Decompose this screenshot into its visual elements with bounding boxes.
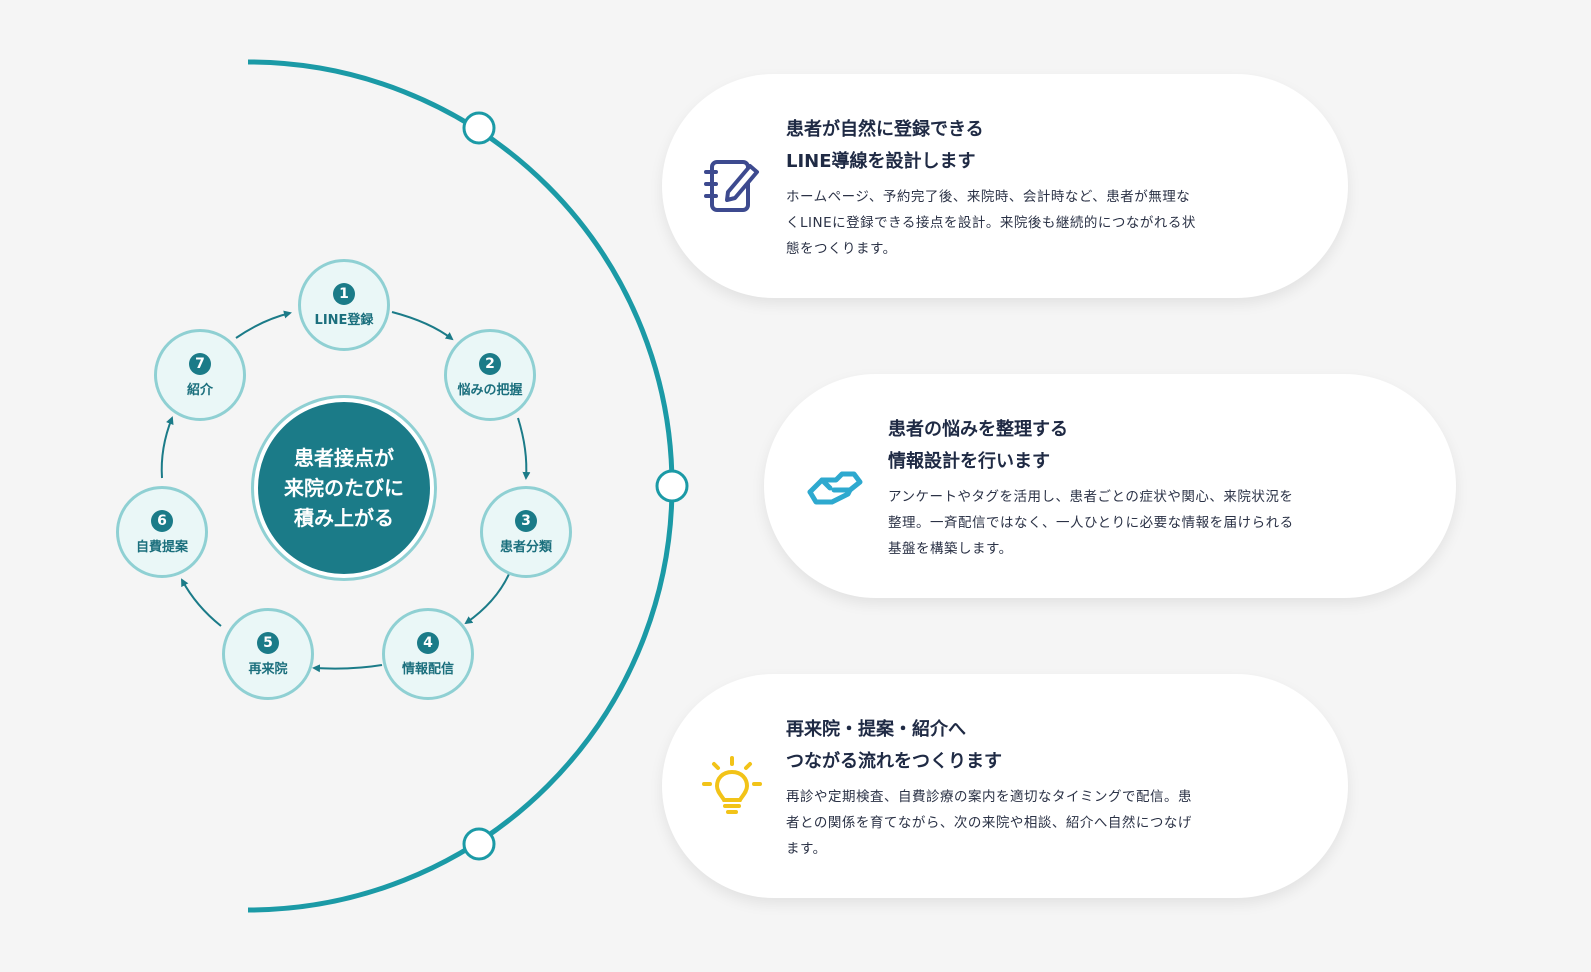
card-body-line: 者との関係を育てながら、次の来院や相談、紹介へ自然につなげ bbox=[786, 815, 1192, 831]
step-label: 紹介 bbox=[186, 382, 213, 398]
cycle-node-3: 3 患者分類 bbox=[480, 486, 572, 578]
cycle-center-hub: 患者接点が 来院のたびに 積み上がる bbox=[254, 398, 434, 578]
card-title: 再来院・提案・紹介へ つながる流れをつくります bbox=[786, 714, 1002, 778]
step-number: 7 bbox=[189, 352, 211, 375]
step-label: 悩みの把握 bbox=[457, 382, 523, 398]
cycle-arrow-5-6 bbox=[181, 578, 222, 627]
cycle-arrow-7-1 bbox=[235, 310, 292, 339]
step-label: 自費提案 bbox=[135, 539, 188, 555]
card-title-line: 情報設計を行います bbox=[888, 451, 1050, 472]
card-title-line: 再来院・提案・紹介へ bbox=[786, 719, 966, 740]
step-label: 患者分類 bbox=[499, 539, 552, 555]
card-title: 患者の悩みを整理する 情報設計を行います bbox=[888, 414, 1068, 478]
feature-card-line-registration: 患者が自然に登録できる LINE導線を設計します ホームページ、予約完了後、来院… bbox=[662, 74, 1348, 298]
cycle-arrow-1-2 bbox=[391, 311, 454, 341]
card-title-line: 患者が自然に登録できる bbox=[786, 119, 984, 140]
cycle-arrow-4-5 bbox=[312, 664, 383, 673]
card-title: 患者が自然に登録できる LINE導線を設計します bbox=[786, 114, 984, 178]
card-body-line: 再診や定期検査、自費診療の案内を適切なタイミングで配信。患 bbox=[786, 789, 1192, 805]
lightbulb-icon bbox=[702, 756, 762, 814]
cycle-node-1: 1 LINE登録 bbox=[298, 259, 390, 351]
card-body-line: ます。 bbox=[786, 841, 827, 857]
cycle-node-2: 2 悩みの把握 bbox=[444, 329, 536, 421]
feature-card-revisit-flow: 再来院・提案・紹介へ つながる流れをつくります 再診や定期検査、自費診療の案内を… bbox=[662, 674, 1348, 898]
cycle-node-4: 4 情報配信 bbox=[382, 608, 474, 700]
step-number: 4 bbox=[417, 631, 439, 654]
feature-card-information-design: 患者の悩みを整理する 情報設計を行います アンケートやタグを活用し、患者ごとの症… bbox=[764, 374, 1456, 598]
card-description: 再診や定期検査、自費診療の案内を適切なタイミングで配信。患 者との関係を育てなが… bbox=[786, 784, 1192, 862]
step-number: 5 bbox=[257, 631, 279, 654]
cycle-node-6: 6 自費提案 bbox=[116, 486, 208, 578]
handshake-icon bbox=[807, 471, 863, 505]
step-number: 1 bbox=[333, 282, 355, 305]
step-label: LINE登録 bbox=[314, 312, 374, 328]
card-body-line: ホームページ、予約完了後、来院時、会計時など、患者が無理な bbox=[786, 189, 1191, 205]
step-number: 2 bbox=[479, 352, 501, 375]
card-body-line: 整理。一斉配信ではなく、一人ひとりに必要な情報を届けられる bbox=[888, 515, 1294, 531]
hub-text-line: 患者接点が bbox=[294, 446, 394, 470]
cycle-node-7: 7 紹介 bbox=[154, 329, 246, 421]
step-label: 再来院 bbox=[248, 661, 288, 677]
card-body-line: アンケートやタグを活用し、患者ごとの症状や関心、来院状況を bbox=[888, 489, 1294, 505]
step-number: 6 bbox=[151, 509, 173, 532]
card-description: アンケートやタグを活用し、患者ごとの症状や関心、来院状況を 整理。一斉配信ではな… bbox=[888, 484, 1294, 562]
card-title-line: 患者の悩みを整理する bbox=[888, 419, 1068, 440]
cycle-node-5: 5 再来院 bbox=[222, 608, 314, 700]
arc-marker-3 bbox=[462, 827, 496, 861]
cycle-arrow-2-3 bbox=[517, 417, 531, 480]
card-title-line: LINE導線を設計します bbox=[786, 151, 976, 172]
notebook-pen-icon bbox=[704, 160, 759, 212]
arc-marker-2 bbox=[655, 469, 689, 503]
arc-marker-1 bbox=[462, 111, 496, 145]
card-title-line: つながる流れをつくります bbox=[786, 751, 1002, 772]
card-body-line: 態をつくります。 bbox=[786, 241, 897, 257]
card-description: ホームページ、予約完了後、来院時、会計時など、患者が無理な くLINEに登録でき… bbox=[786, 184, 1196, 262]
card-body-line: くLINEに登録できる接点を設計。来院後も継続的につながれる状 bbox=[786, 215, 1196, 231]
step-label: 情報配信 bbox=[401, 661, 454, 677]
hub-text-line: 来院のたびに bbox=[284, 476, 404, 500]
cycle-arrow-3-4 bbox=[464, 573, 510, 625]
hub-text-line: 積み上がる bbox=[294, 506, 394, 530]
card-body-line: 基盤を構築します。 bbox=[888, 541, 1013, 557]
cycle-arrow-6-7 bbox=[160, 416, 174, 479]
step-number: 3 bbox=[515, 509, 537, 532]
